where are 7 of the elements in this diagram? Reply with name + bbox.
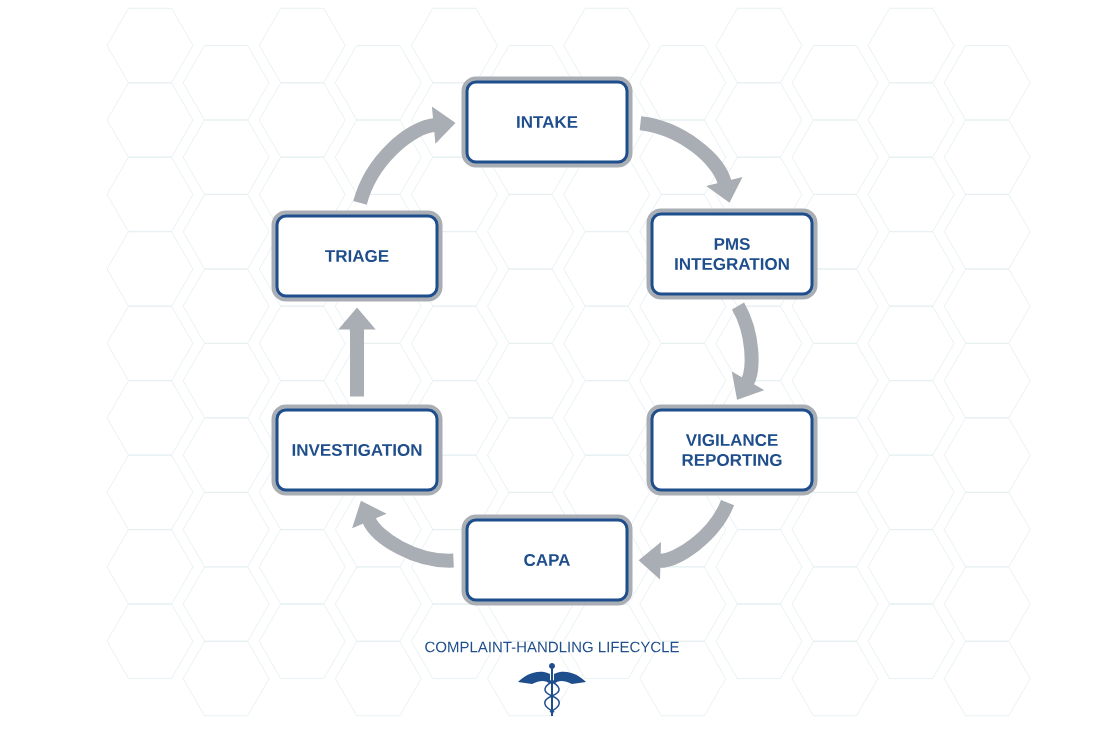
process-box: INTAKE (461, 76, 633, 168)
process-box: PMS INTEGRATION (646, 208, 818, 300)
diagram-title: COMPLAINT-HANDLING LIFECYCLE (425, 641, 679, 653)
process-box: INVESTIGATION (271, 404, 443, 496)
process-box: CAPA (461, 514, 633, 606)
process-box: TRIAGE (271, 210, 443, 302)
process-box: VIGILANCE REPORTING (646, 404, 818, 496)
